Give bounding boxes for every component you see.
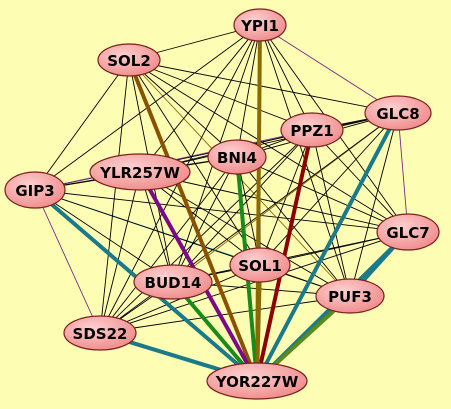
node-glc7[interactable]: GLC7 <box>376 213 440 251</box>
edge-ypi1-ylr257w <box>139 24 261 173</box>
node-gip3[interactable]: GIP3 <box>4 171 66 209</box>
node-label: GIP3 <box>15 182 54 200</box>
node-sol2[interactable]: SOL2 <box>97 43 161 77</box>
edge-ypi1-bni4 <box>236 24 261 158</box>
node-bud14[interactable]: BUD14 <box>133 264 213 300</box>
node-shape[interactable] <box>89 153 191 191</box>
node-ypi1[interactable]: YPI1 <box>233 8 287 42</box>
node-label: PPZ1 <box>290 122 333 140</box>
node-shape[interactable] <box>364 95 432 131</box>
edge-bni4-glc7 <box>236 156 409 233</box>
node-label: PUF3 <box>328 288 372 306</box>
node-shape[interactable] <box>376 213 440 251</box>
node-label: SOL2 <box>107 52 151 70</box>
node-shape[interactable] <box>97 43 161 77</box>
node-shape[interactable] <box>207 139 267 175</box>
edge-glc8-sol1 <box>259 112 399 266</box>
edge-sol2-bni4 <box>128 59 238 158</box>
node-shape[interactable] <box>315 278 385 314</box>
node-sds22[interactable]: SDS22 <box>63 315 137 351</box>
edge-puf3-sds22 <box>99 295 351 334</box>
edge-bni4-sds22 <box>99 156 238 334</box>
edge-sol2-yor227w <box>127 58 259 383</box>
node-ppz1[interactable]: PPZ1 <box>280 112 344 148</box>
edge-sol2-sds22 <box>99 59 130 334</box>
node-label: BUD14 <box>145 274 202 292</box>
edge-glc8-glc7 <box>397 112 409 233</box>
node-shape[interactable] <box>206 362 308 400</box>
node-shape[interactable] <box>280 112 344 148</box>
node-label: SOL1 <box>238 257 282 275</box>
edge-bni4-puf3 <box>236 156 351 297</box>
node-label: YPI1 <box>240 17 279 35</box>
node-sol1[interactable]: SOL1 <box>229 247 291 283</box>
node-label: YOR227W <box>215 373 299 391</box>
edge-glc8-puf3 <box>349 112 399 297</box>
node-label: YLR257W <box>99 164 180 182</box>
node-shape[interactable] <box>63 315 137 351</box>
node-ylr257w[interactable]: YLR257W <box>89 153 191 191</box>
node-shape[interactable] <box>229 247 291 283</box>
edge-ppz1-sds22 <box>99 129 313 334</box>
node-shape[interactable] <box>4 171 66 209</box>
node-label: SDS22 <box>73 325 128 343</box>
edge-sol2-glc8 <box>128 59 399 114</box>
node-yor227w[interactable]: YOR227W <box>206 362 308 400</box>
edge-glc7-sds22 <box>99 231 409 334</box>
node-glc8[interactable]: GLC8 <box>364 95 432 131</box>
edge-gip3-sds22 <box>34 189 101 334</box>
edge-sol1-yor227w <box>255 263 262 383</box>
edge-gip3-bud14 <box>34 189 174 283</box>
edge-glc8-yor227w <box>255 111 400 383</box>
node-puf3[interactable]: PUF3 <box>315 278 385 314</box>
edge-ypi1-ppz1 <box>259 24 313 131</box>
node-label: BNI4 <box>217 149 257 167</box>
edge-gip3-glc7 <box>34 189 409 233</box>
node-label: GLC7 <box>386 224 429 242</box>
edge-bni4-bud14 <box>172 156 238 283</box>
edge-ylr257w-glc7 <box>139 171 409 233</box>
node-shape[interactable] <box>133 264 213 300</box>
edge-ppz1-puf3 <box>311 129 351 297</box>
node-label: GLC8 <box>376 105 419 123</box>
edge-sol2-ppz1 <box>128 59 313 131</box>
edge-ypi1-glc8 <box>259 24 399 114</box>
edge-ylr257w-sds22 <box>99 171 141 334</box>
node-bni4[interactable]: BNI4 <box>207 139 267 175</box>
node-shape[interactable] <box>233 8 287 42</box>
edge-gip3-sol2 <box>34 59 130 191</box>
edge-glc8-sds22 <box>99 112 399 334</box>
